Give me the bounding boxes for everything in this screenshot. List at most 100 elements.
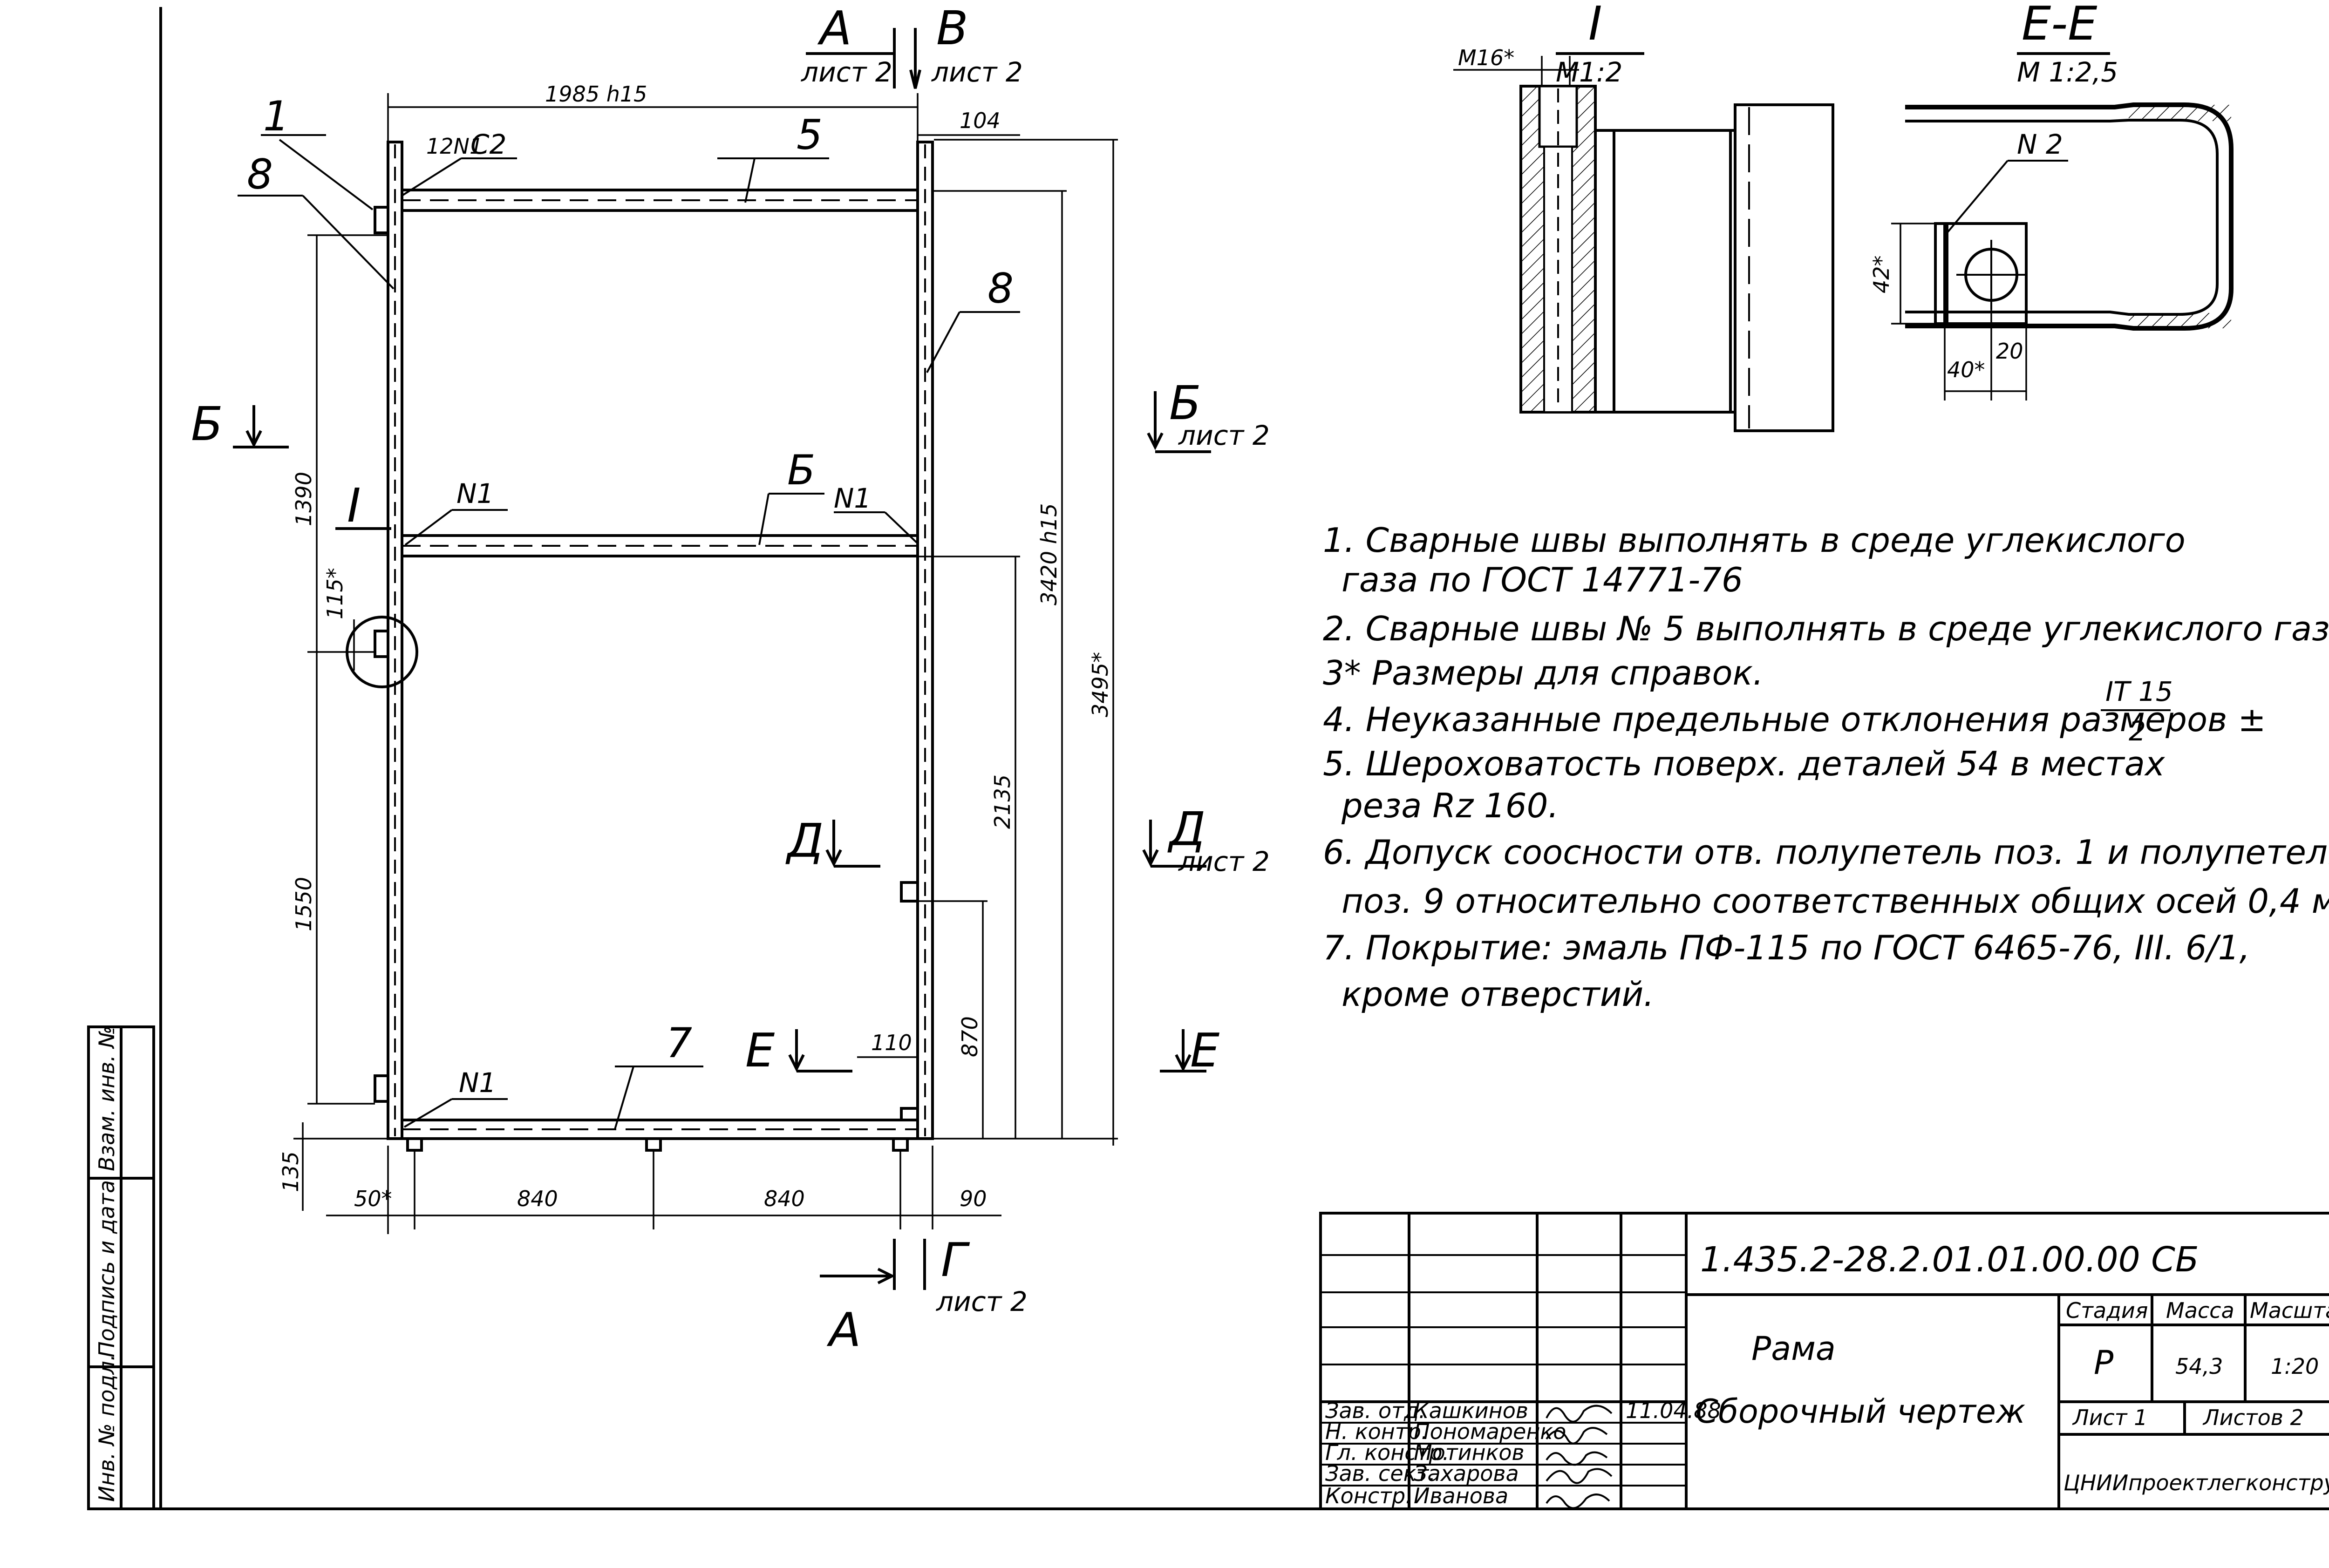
section-E-right: Е (1190, 1023, 1219, 1078)
tb-role-4: Констр. (1325, 1483, 1412, 1508)
tb-scale-h: Масштаб (2250, 1298, 2329, 1323)
dim-104: 104 (960, 108, 1001, 133)
weld-n1-c: N1 (459, 1067, 496, 1099)
note-5: 5. Шероховатость поверх. деталей 54 в ме… (1323, 744, 2166, 783)
tb-name-0: Кашкинов (1414, 1398, 1528, 1423)
tb-sheet: Лист 1 (2072, 1405, 2147, 1430)
tb-stage-h: Стадия (2066, 1298, 2148, 1323)
tb-name-1-line: Рама (1751, 1330, 1836, 1368)
tb-org: ЦНИИпроектлегконструкция (2063, 1470, 2329, 1495)
tb-role-0: Зав. отд. (1325, 1398, 1425, 1423)
note-1: 1. Сварные швы выполнять в среде углекис… (1323, 521, 2186, 560)
note-2: 2. Сварные швы № 5 выполнять в среде угл… (1323, 609, 2329, 648)
note-1b: газа по ГОСТ 14771-76 (1342, 560, 1743, 599)
dim-50: 50* (354, 1186, 392, 1211)
tb-role-3: Зав. сект. (1325, 1461, 1436, 1486)
section-G-bottom-sheet: лист 2 (936, 1286, 1028, 1317)
dim-3495: 3495* (1088, 652, 1113, 717)
note-6: 6. Допуск соосности отв. полупетель поз.… (1323, 833, 2329, 872)
section-B-left: Б (191, 397, 223, 451)
note-6b: поз. 9 относительно соответственных общи… (1342, 882, 2329, 921)
section-EE-scale: M 1:2,5 (2017, 56, 2118, 88)
tb-name-2: Мотинков (1414, 1440, 1525, 1465)
dim-90: 90 (960, 1186, 987, 1211)
dim-1550: 1550 (291, 877, 316, 931)
tb-name-3: Захарова (1414, 1461, 1519, 1486)
dim-840-b: 840 (764, 1186, 805, 1211)
dim-870: 870 (957, 1016, 982, 1057)
hinge-bottom (374, 1074, 389, 1103)
dim-1390: 1390 (291, 472, 316, 526)
view-I-title: I (1588, 0, 1602, 51)
note-4-num: IT 15 (2105, 676, 2173, 707)
dim-20: 20 (1996, 339, 2023, 364)
section-D-right: Д (1167, 802, 1205, 856)
side-stamp-replace: Взам. инв. № (94, 1026, 119, 1171)
pos-8-left: 8 (247, 150, 273, 198)
note-5b: реза Rz 160. (1341, 786, 1559, 825)
dim-m16: M16* (1458, 45, 1514, 70)
title-block: Зав. отд. Н. контр. Гл. констр. Зав. сек… (1319, 1212, 2329, 1510)
section-markers: А лист 2 В лист 2 Б Б лист 2 Д Д лист 2 … (191, 1, 1270, 1357)
dim-3420: 3420 h15 (1036, 503, 1062, 605)
tb-date: 11.04.88 (1626, 1398, 1721, 1423)
note-4-den: 2 (2129, 715, 2146, 747)
note-7b: кроме отверстий. (1342, 975, 1654, 1014)
technical-notes: 1. Сварные швы выполнять в среде углекис… (1323, 521, 2329, 1014)
dim-840-a: 840 (517, 1186, 558, 1211)
pos-1: 1 (263, 92, 289, 140)
weld-n1-a: N1 (456, 478, 494, 509)
section-B-right: Б (1169, 376, 1201, 430)
section-D-mid: Д (785, 814, 824, 868)
hinge-top (374, 206, 389, 234)
note-7: 7. Покрытие: эмаль ПФ-115 по ГОСТ 6465-7… (1323, 928, 2250, 967)
tb-role-1: Н. контр. (1325, 1419, 1428, 1444)
section-A-top-sheet: лист 2 (801, 56, 892, 88)
weld-c2-num: 12N1 (426, 134, 483, 159)
weld-c2: C2 (470, 129, 506, 160)
dim-2135: 2135 (990, 774, 1015, 829)
weld-n1-b: N1 (834, 482, 871, 514)
side-stamp-sign: Подпись и дата (94, 1180, 119, 1358)
tb-doc-code: 1.435.2-28.2.01.01.00.00 СБ (1700, 1240, 2199, 1280)
side-stamp-inv: Инв. № подл. (94, 1354, 119, 1502)
tb-role-2: Гл. констр. (1325, 1440, 1449, 1465)
section-EE-title: Е-Е (2022, 0, 2097, 51)
section-B-right-sheet: лист 2 (1178, 420, 1270, 451)
note-3: 3* Размеры для справок. (1323, 653, 1764, 692)
pos-B: Б (787, 446, 815, 494)
note-4: 4. Неуказанные предельные отклонения раз… (1323, 700, 2266, 739)
dim-42: 42* (1869, 255, 1894, 293)
weld-n2: N 2 (2017, 129, 2063, 160)
tb-sheets: Листов 2 (2202, 1405, 2304, 1430)
dim-110: 110 (871, 1030, 912, 1055)
dim-135: 135 (278, 1151, 303, 1192)
section-A-top: А (817, 1, 851, 55)
tb-stage: Р (2094, 1344, 2114, 1382)
section-V-top-sheet: лист 2 (931, 56, 1023, 88)
dim-40: 40* (1947, 357, 1985, 382)
section-A-bottom: А (826, 1303, 861, 1357)
section-G-bottom: Г (941, 1233, 970, 1287)
tb-name-1: Пономаренко (1414, 1419, 1566, 1444)
right-post (916, 141, 934, 1140)
side-stamp: Инв. № подл. Подпись и дата Взам. инв. № (87, 1025, 155, 1510)
pos-5: 5 (797, 111, 823, 159)
detail-view-I: I M1:2 M16* (1453, 0, 1834, 432)
section-E-mid: Е (745, 1023, 775, 1078)
hinge-mid (374, 630, 389, 658)
tb-name-2-line: Сборочный чертеж (1696, 1392, 2025, 1431)
view-I-marker: I (347, 478, 361, 533)
pos-8-right: 8 (987, 265, 1014, 312)
signatures (1546, 1405, 1613, 1509)
tb-scale: 1:20 (2271, 1354, 2319, 1379)
section-D-right-sheet: лист 2 (1178, 846, 1270, 877)
position-leaders: 1 8 5 8 Б 7 12N1 C2 N1 N1 N1 (238, 92, 1020, 1130)
section-EE: Е-Е M 1:2,5 N 2 42* 20 40* (1869, 0, 2234, 400)
view-I-scale: M1:2 (1556, 56, 1622, 88)
pos-7: 7 (666, 1019, 692, 1067)
main-dimensions: 1985 h15 104 3420 h15 3495* 2135 870 110… (278, 81, 1118, 1234)
dim-top-width: 1985 h15 (545, 81, 647, 107)
tb-name-4: Иванова (1414, 1483, 1508, 1508)
